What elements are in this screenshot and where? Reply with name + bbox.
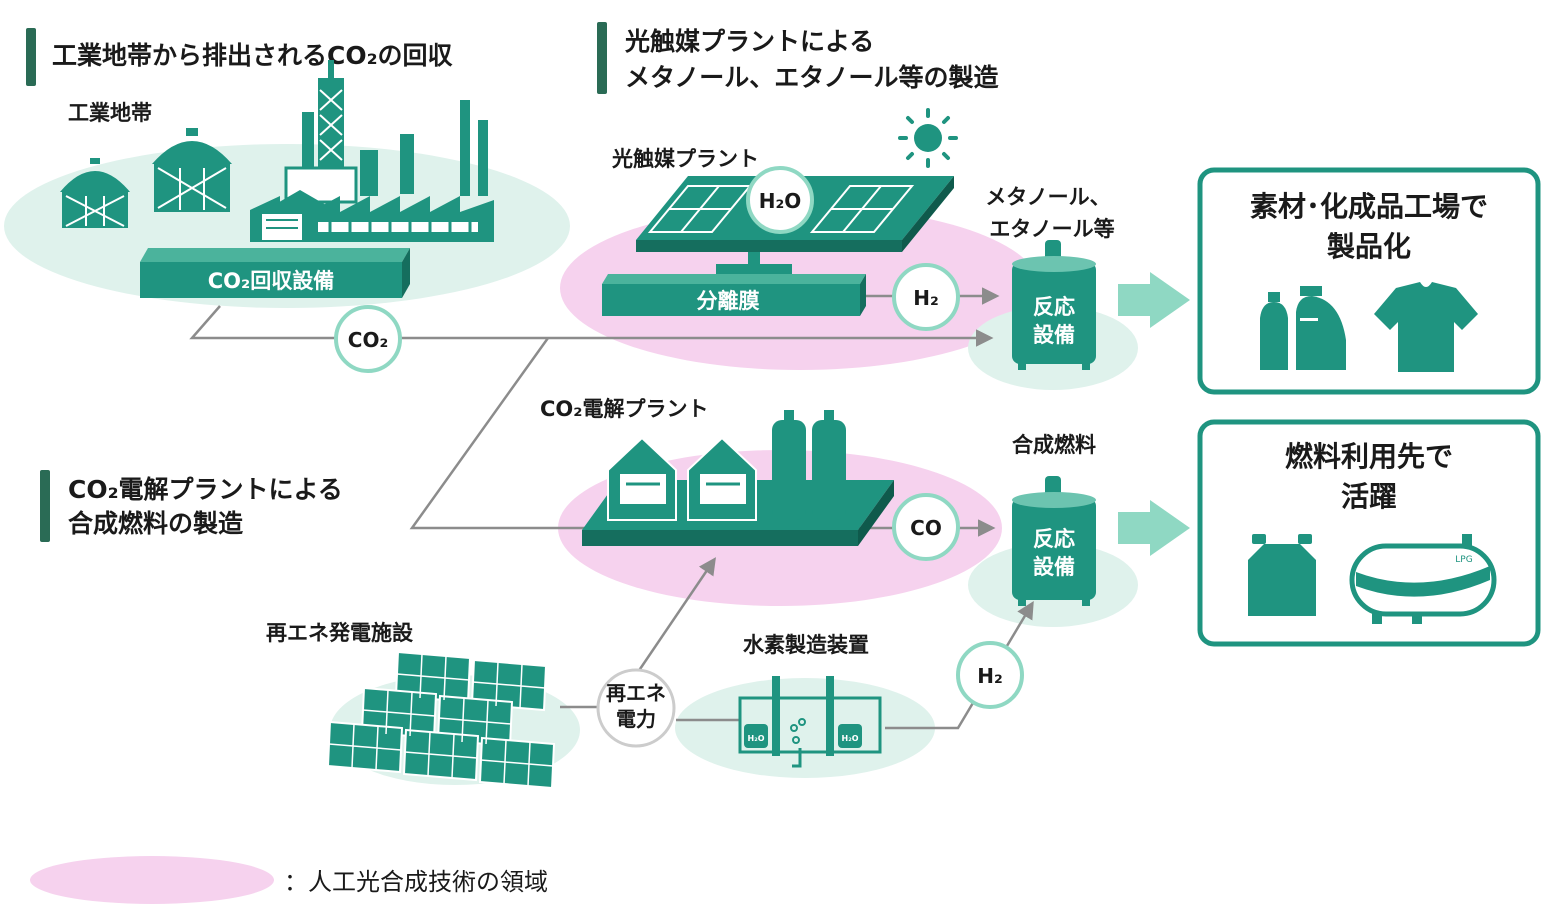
hydrogen-tank-left-label: H₂O <box>748 734 765 743</box>
co2-circle: CO₂ <box>334 305 402 373</box>
legend-swatch <box>30 856 274 904</box>
tshirt-icon <box>1374 282 1478 372</box>
reactor-top-label-1: 反応 <box>1033 295 1075 319</box>
svg-text:電力: 電力 <box>616 707 656 731</box>
reactor-top: 反応 設備 <box>1012 240 1096 370</box>
fuel-line-2: 活躍 <box>1341 480 1397 513</box>
svg-text:CO: CO <box>910 516 942 540</box>
heading-bar-electrolysis <box>40 470 50 542</box>
gas-tank-icon <box>60 158 130 228</box>
hydrogen-to-reactor-line <box>885 600 1034 730</box>
h2-top-circle: H₂ <box>892 263 960 331</box>
methanol-label-1: メタノール、 <box>985 185 1110 209</box>
heading-photocatalyst-2: メタノール、エタノール等の製造 <box>625 63 999 92</box>
svg-text:再エネ: 再エネ <box>606 681 666 705</box>
reactor-bottom-label-1: 反応 <box>1033 527 1075 551</box>
gas-tank-icon <box>152 128 232 212</box>
svg-text:CO₂: CO₂ <box>348 328 388 352</box>
fuel-line-1: 燃料利用先で <box>1285 440 1453 473</box>
legend-text: ：人工光合成技術の領域 <box>284 868 548 896</box>
materials-line-1: 素材･化成品工場で <box>1250 190 1488 223</box>
fuel-canister-icon <box>1248 534 1316 616</box>
hydrogen-facility-label: 水素製造装置 <box>743 633 869 657</box>
renewable-facility-label: 再エネ発電施設 <box>266 621 414 645</box>
co2-capture-facility-label: CO₂回収設備 <box>208 269 334 293</box>
factory-icon <box>250 60 494 242</box>
arrow-to-materials <box>1118 272 1190 328</box>
h2-bottom-circle: H₂ <box>956 641 1024 709</box>
renewable-facility-illustration: 再エネ発電施設 <box>266 621 556 790</box>
methanol-label-2: エタノール等 <box>989 217 1114 241</box>
separation-membrane-label: 分離膜 <box>697 289 760 313</box>
heading-electrolysis-1: CO₂電解プラントによる <box>68 475 343 504</box>
industrial-zone-label: 工業地帯 <box>68 101 152 125</box>
legend: ：人工光合成技術の領域 <box>30 856 548 904</box>
reactor-bottom-label-2: 設備 <box>1033 555 1075 579</box>
heading-photocatalyst-1: 光触媒プラントによる <box>624 27 874 56</box>
industrial-zone-illustration: 工業地帯 <box>60 60 494 298</box>
h2o-circle: H₂O <box>746 166 814 234</box>
photocatalyst-plant-label: 光触媒プラント <box>611 147 759 171</box>
bottle-icon <box>1260 292 1288 370</box>
svg-text:H₂: H₂ <box>977 664 1003 688</box>
lpg-label: LPG <box>1455 555 1472 565</box>
co2-electrolysis-plant-label: CO₂電解プラント <box>540 397 708 421</box>
lpg-tank-icon: LPG <box>1349 534 1497 624</box>
materials-line-2: 製品化 <box>1327 230 1411 263</box>
sun-icon <box>898 108 958 168</box>
co-circle: CO <box>892 493 960 561</box>
heading-electrolysis-2: 合成燃料の製造 <box>68 509 243 538</box>
heading-bar-co2 <box>26 28 36 86</box>
reactor-top-label-2: 設備 <box>1033 323 1075 347</box>
separation-membrane: 分離膜 <box>602 274 866 316</box>
fuel-output-box: 燃料利用先で 活躍 LPG <box>1197 419 1541 647</box>
arrow-to-fuel <box>1118 500 1190 556</box>
reactor-bottom: 反応 設備 <box>1012 476 1096 606</box>
co2-flow-line <box>189 305 994 347</box>
hydrogen-facility-illustration: 水素製造装置 H₂O H₂O <box>738 633 882 768</box>
detergent-bottle-icon <box>1296 286 1346 370</box>
synthetic-fuel-label: 合成燃料 <box>1012 433 1096 457</box>
co2-electrolysis-plant-illustration: CO₂電解プラント <box>540 397 894 546</box>
materials-output-box: 素材･化成品工場で 製品化 <box>1197 167 1541 395</box>
heading-bar-photocatalyst <box>597 22 607 94</box>
co2-capture-facility: CO₂回収設備 <box>140 248 410 298</box>
heading-co2-capture: 工業地帯から排出されるCO₂の回収 <box>52 41 454 70</box>
renewable-power-circle: 再エネ 電力 <box>596 668 676 748</box>
svg-text:H₂O: H₂O <box>759 189 802 213</box>
renewable-to-electrolysis-line <box>636 557 716 673</box>
hydrogen-tank-right-label: H₂O <box>842 734 859 743</box>
svg-text:H₂: H₂ <box>913 286 939 310</box>
